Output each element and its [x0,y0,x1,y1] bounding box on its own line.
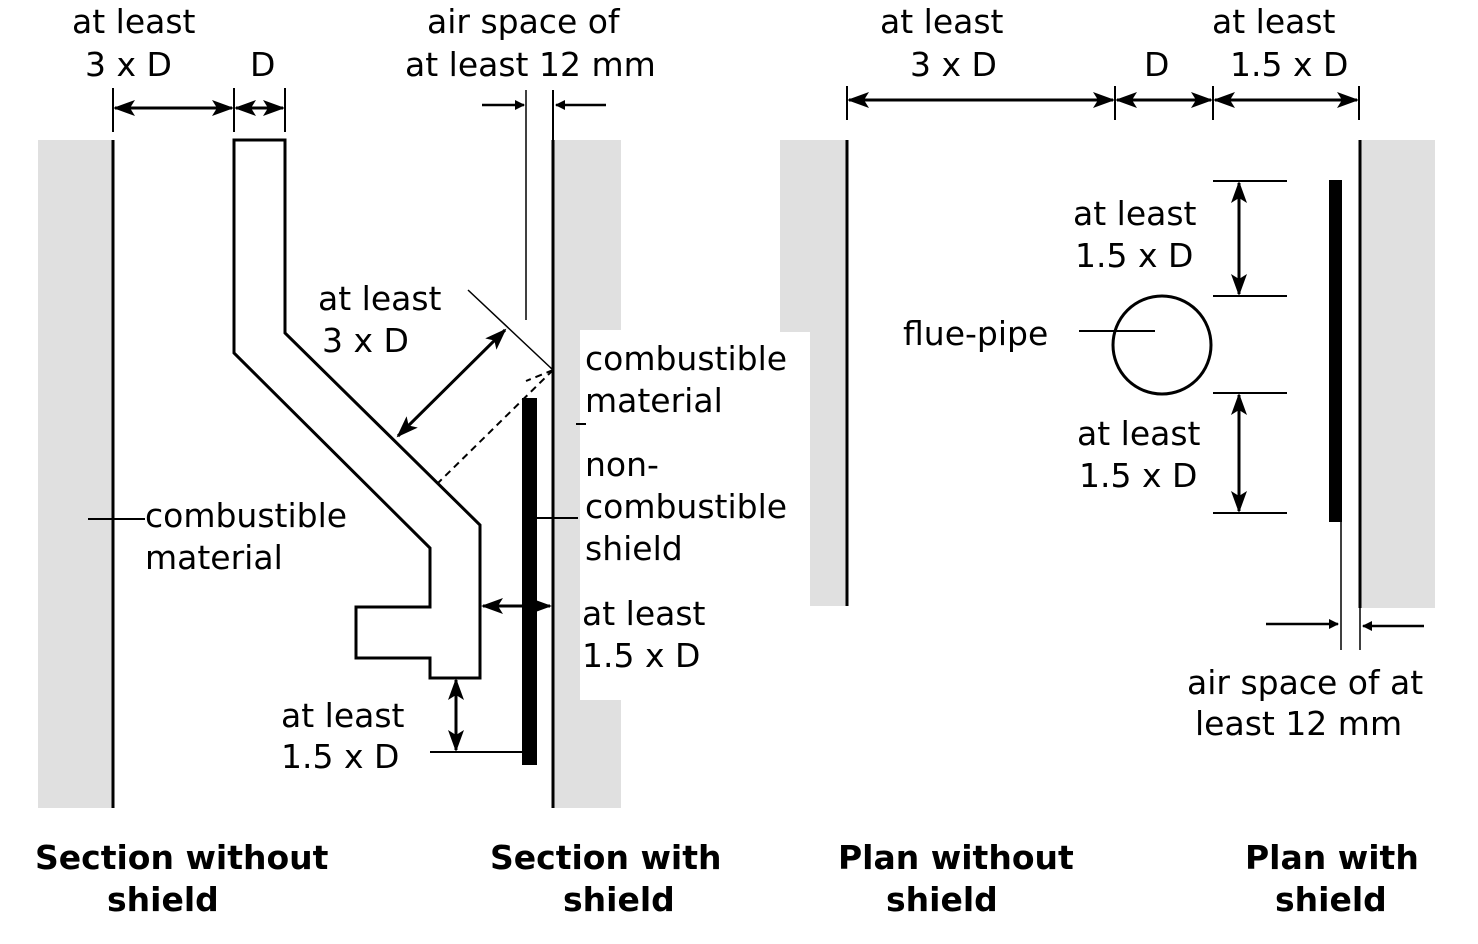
plan-bottom-label-1: at least [1077,414,1201,453]
plan-wall-right [1360,140,1435,608]
caption-plan-without-2: shield [886,880,998,919]
dashed-boundary [436,369,554,485]
caption-section-with-1: Section with [490,838,722,877]
label-backdrop [580,330,795,700]
caption-section-without-2: shield [107,880,219,919]
plan-top-label-2: 1.5 x D [1075,236,1193,275]
plan-shield [1329,180,1342,522]
plan-wall-left [810,140,847,606]
combustible-label-2: material [145,538,283,577]
section-with-shield: air space of at least 12 mm at least 3 x… [35,2,795,919]
combustible-wall-left [38,140,113,808]
plan-top-label-1: at least [1073,194,1197,233]
caption-plan-with-2: shield [1275,880,1387,919]
section-without-shield: combustible material at least 3 x D D [38,2,482,808]
bottom-clearance-label-2: 1.5 x D [281,737,399,776]
plan-air-space-label-2: least 12 mm [1195,704,1402,743]
flue-pipe-circle [1111,294,1213,396]
diag-label-1: at least [318,279,442,318]
diag-ext-line [467,289,554,371]
diag-label-2: 3 x D [322,321,409,360]
flue-pipe-outline [232,138,482,680]
air-space-label-1: air space of [427,2,621,41]
combustible-label-1: combustible [145,496,347,535]
plan-dim-3xd-label-2: 3 x D [910,45,997,84]
shield-label-2: combustible [585,487,787,526]
plan-dim-d-label: D [1144,45,1169,84]
combustible-label-1: combustible [585,339,787,378]
air-space-label-2: at least 12 mm [405,45,656,84]
dim-3xd-label-2: 3 x D [85,45,172,84]
caption-plan-with-1: Plan with [1245,838,1419,877]
caption-section-without-1: Section without [35,838,329,877]
plan-dim-3xd-label-1: at least [880,2,1004,41]
shield-label-1: non- [585,445,659,484]
caption-section-with-2: shield [563,880,675,919]
diag-dashed-top [525,369,554,382]
combustible-label-2: material [585,381,723,420]
diag-dim-arrow [396,328,507,438]
plan-dim-15d-label-1: at least [1212,2,1336,41]
shield-label-3: shield [585,529,683,568]
plan-dim-15d-label-2: 1.5 x D [1230,45,1348,84]
non-combustible-shield [522,398,537,765]
caption-plan-without-1: Plan without [838,838,1074,877]
dim-3xd-label-1: at least [72,2,196,41]
plan-bottom-label-2: 1.5 x D [1079,456,1197,495]
bottom-clearance-label-1: at least [281,696,405,735]
flue-pipe-label: flue-pipe [903,314,1048,353]
dim-d-label: D [250,45,275,84]
plan-air-space-label-1: air space of at [1187,663,1423,702]
side-clearance-label-1: at least [582,594,706,633]
plan-views: at least 3 x D D at least 1.5 x D flue-p… [780,2,1435,919]
side-clearance-label-2: 1.5 x D [582,636,700,675]
